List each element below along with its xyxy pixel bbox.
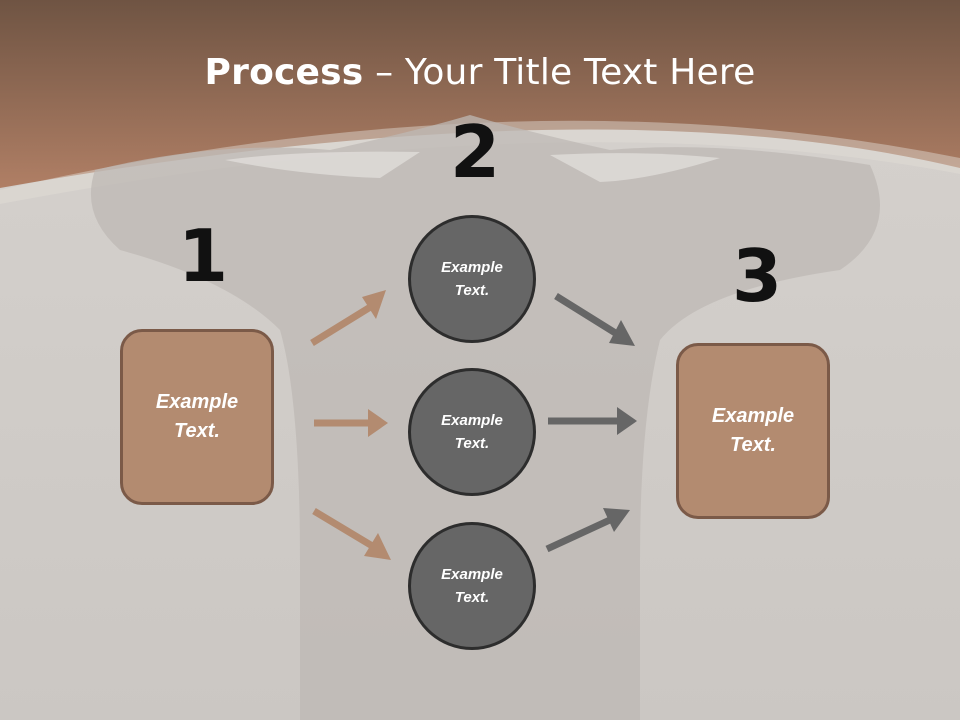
- step-2-circle-bottom: Example Text.: [408, 522, 536, 650]
- step-1-line1: Example: [155, 391, 239, 413]
- circle-middle-line1: Example: [441, 412, 503, 429]
- circle-bottom-line2: Text.: [454, 589, 490, 606]
- slide-title: Process – Your Title Text Here: [0, 52, 960, 93]
- title-bold: Process: [204, 52, 364, 93]
- step-2-circle-middle: Example Text.: [408, 368, 536, 496]
- step-3-line1: Example: [711, 405, 795, 427]
- step-number-2: 2: [450, 110, 501, 194]
- step-number-1: 1: [178, 214, 229, 298]
- circle-top-line1: Example: [441, 259, 503, 276]
- step-1-box: Example Text.: [120, 329, 274, 505]
- circle-top-line2: Text.: [454, 282, 490, 299]
- circle-middle-line2: Text.: [454, 435, 490, 452]
- title-rest: – Your Title Text Here: [363, 52, 756, 93]
- circle-bottom-line1: Example: [441, 566, 503, 583]
- step-3-line2: Text.: [730, 434, 776, 456]
- step-number-3: 3: [732, 234, 783, 318]
- step-3-box: Example Text.: [676, 343, 830, 519]
- step-2-circle-top: Example Text.: [408, 215, 536, 343]
- step-1-line2: Text.: [174, 420, 220, 442]
